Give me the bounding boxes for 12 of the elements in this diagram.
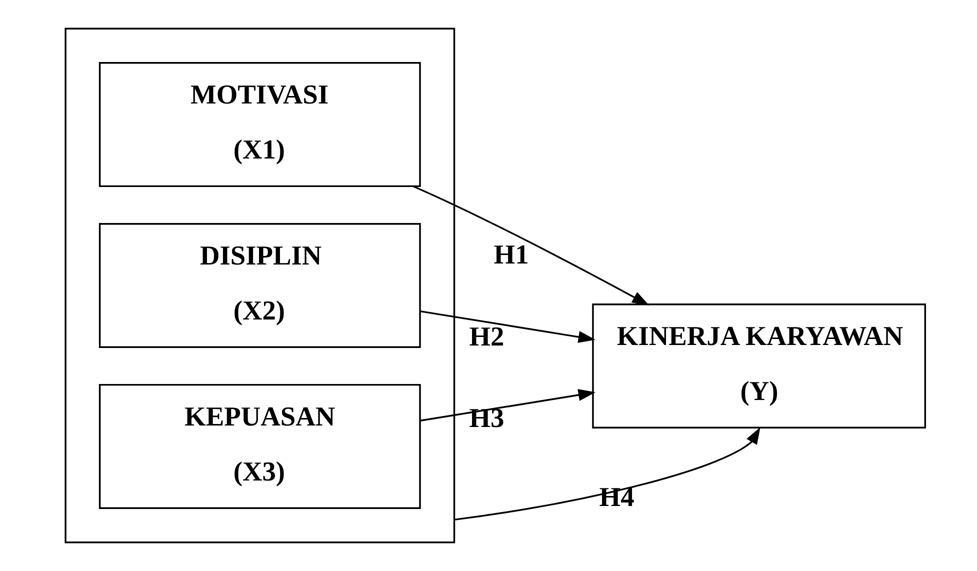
arrow: [420, 389, 596, 422]
cluster: [64, 28, 456, 544]
edge-label: H4: [599, 482, 634, 512]
node-box: KEPUASAN (X3): [98, 384, 421, 509]
node-box: DISIPLIN (X2): [98, 223, 421, 348]
node-box: MOTIVASI (X1): [98, 62, 421, 188]
edge-label: H2: [469, 322, 504, 352]
arrow: [412, 185, 650, 306]
arrow: [420, 310, 596, 343]
node-box: KINERJA KARYAWAN (Y): [592, 303, 926, 428]
arrow: [454, 427, 760, 521]
edge-label: H1: [494, 239, 529, 270]
